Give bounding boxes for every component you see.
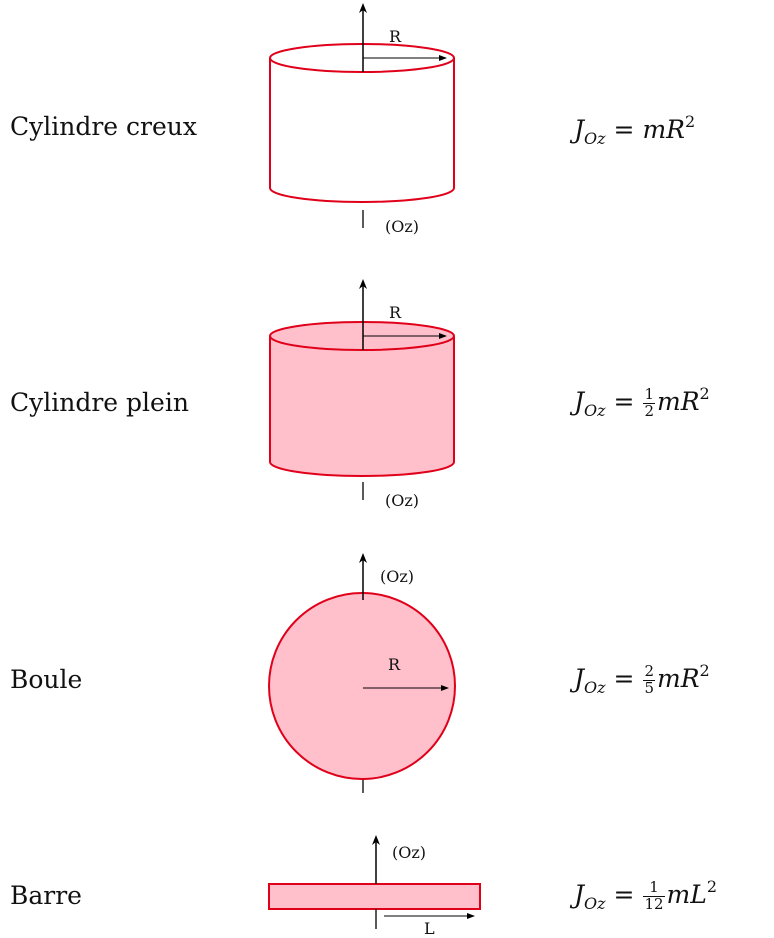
fraction-numerator: 2 bbox=[643, 662, 655, 681]
formula-eq: = bbox=[613, 664, 635, 693]
fraction-denominator: 12 bbox=[644, 895, 664, 913]
radius-label: R bbox=[388, 655, 401, 674]
radius-label: R bbox=[389, 27, 402, 46]
label-barre: Barre bbox=[10, 881, 82, 910]
formula-var: R bbox=[680, 387, 700, 416]
solid-cylinder-top bbox=[269, 321, 455, 351]
solid-cylinder-figure: R (Oz) bbox=[269, 279, 455, 510]
formula-m: m bbox=[642, 115, 667, 144]
formula-m: m bbox=[656, 387, 681, 416]
radius-label: R bbox=[389, 303, 402, 322]
formula-eq: = bbox=[613, 115, 635, 144]
length-label: L bbox=[424, 919, 435, 938]
axis-label: (Oz) bbox=[385, 217, 419, 236]
formula-eq: = bbox=[613, 880, 635, 909]
fraction-denominator: 2 bbox=[644, 402, 654, 420]
fraction-denominator: 5 bbox=[644, 679, 654, 697]
formula-var: L bbox=[690, 880, 707, 909]
label-cylindre-creux: Cylindre creux bbox=[10, 112, 197, 141]
solid-cylinder-body bbox=[269, 336, 455, 477]
bar-body bbox=[268, 883, 481, 910]
axis-label: (Oz) bbox=[380, 567, 414, 586]
formula-pow: 2 bbox=[699, 384, 710, 403]
formula-j: J bbox=[574, 387, 585, 416]
axis-label: (Oz) bbox=[392, 843, 426, 862]
label-cylindre-plein: Cylindre plein bbox=[10, 388, 189, 417]
sphere-body bbox=[268, 592, 456, 780]
axis-label: (Oz) bbox=[385, 491, 419, 510]
sphere-figure: R (Oz) bbox=[268, 553, 456, 793]
formula-eq: = bbox=[613, 387, 635, 416]
formula-var: R bbox=[680, 664, 700, 693]
formula-pow: 2 bbox=[699, 661, 710, 680]
formula-sub: Oz bbox=[584, 129, 606, 148]
formula-sub: Oz bbox=[584, 678, 606, 697]
formula-sub: Oz bbox=[584, 894, 606, 913]
formula-m: m bbox=[666, 880, 691, 909]
formula-j: J bbox=[574, 115, 585, 144]
hollow-cylinder-body bbox=[269, 58, 455, 203]
formula-var: R bbox=[666, 115, 685, 144]
formula-j: J bbox=[574, 664, 585, 693]
hollow-cylinder-top bbox=[269, 43, 455, 73]
bar-figure: L (Oz) bbox=[268, 835, 481, 938]
hollow-cylinder-figure: R (Oz) bbox=[269, 3, 455, 236]
formula-pow: 2 bbox=[684, 112, 696, 131]
fraction-numerator: 1 bbox=[643, 879, 665, 897]
label-boule: Boule bbox=[10, 665, 83, 694]
fraction-numerator: 1 bbox=[643, 385, 655, 404]
formula-cylindre-creux: JOz = mR2 bbox=[574, 112, 695, 148]
formula-pow: 2 bbox=[706, 877, 718, 896]
formula-sub: Oz bbox=[584, 401, 606, 420]
formula-j: J bbox=[574, 880, 585, 909]
formula-m: m bbox=[656, 664, 681, 693]
